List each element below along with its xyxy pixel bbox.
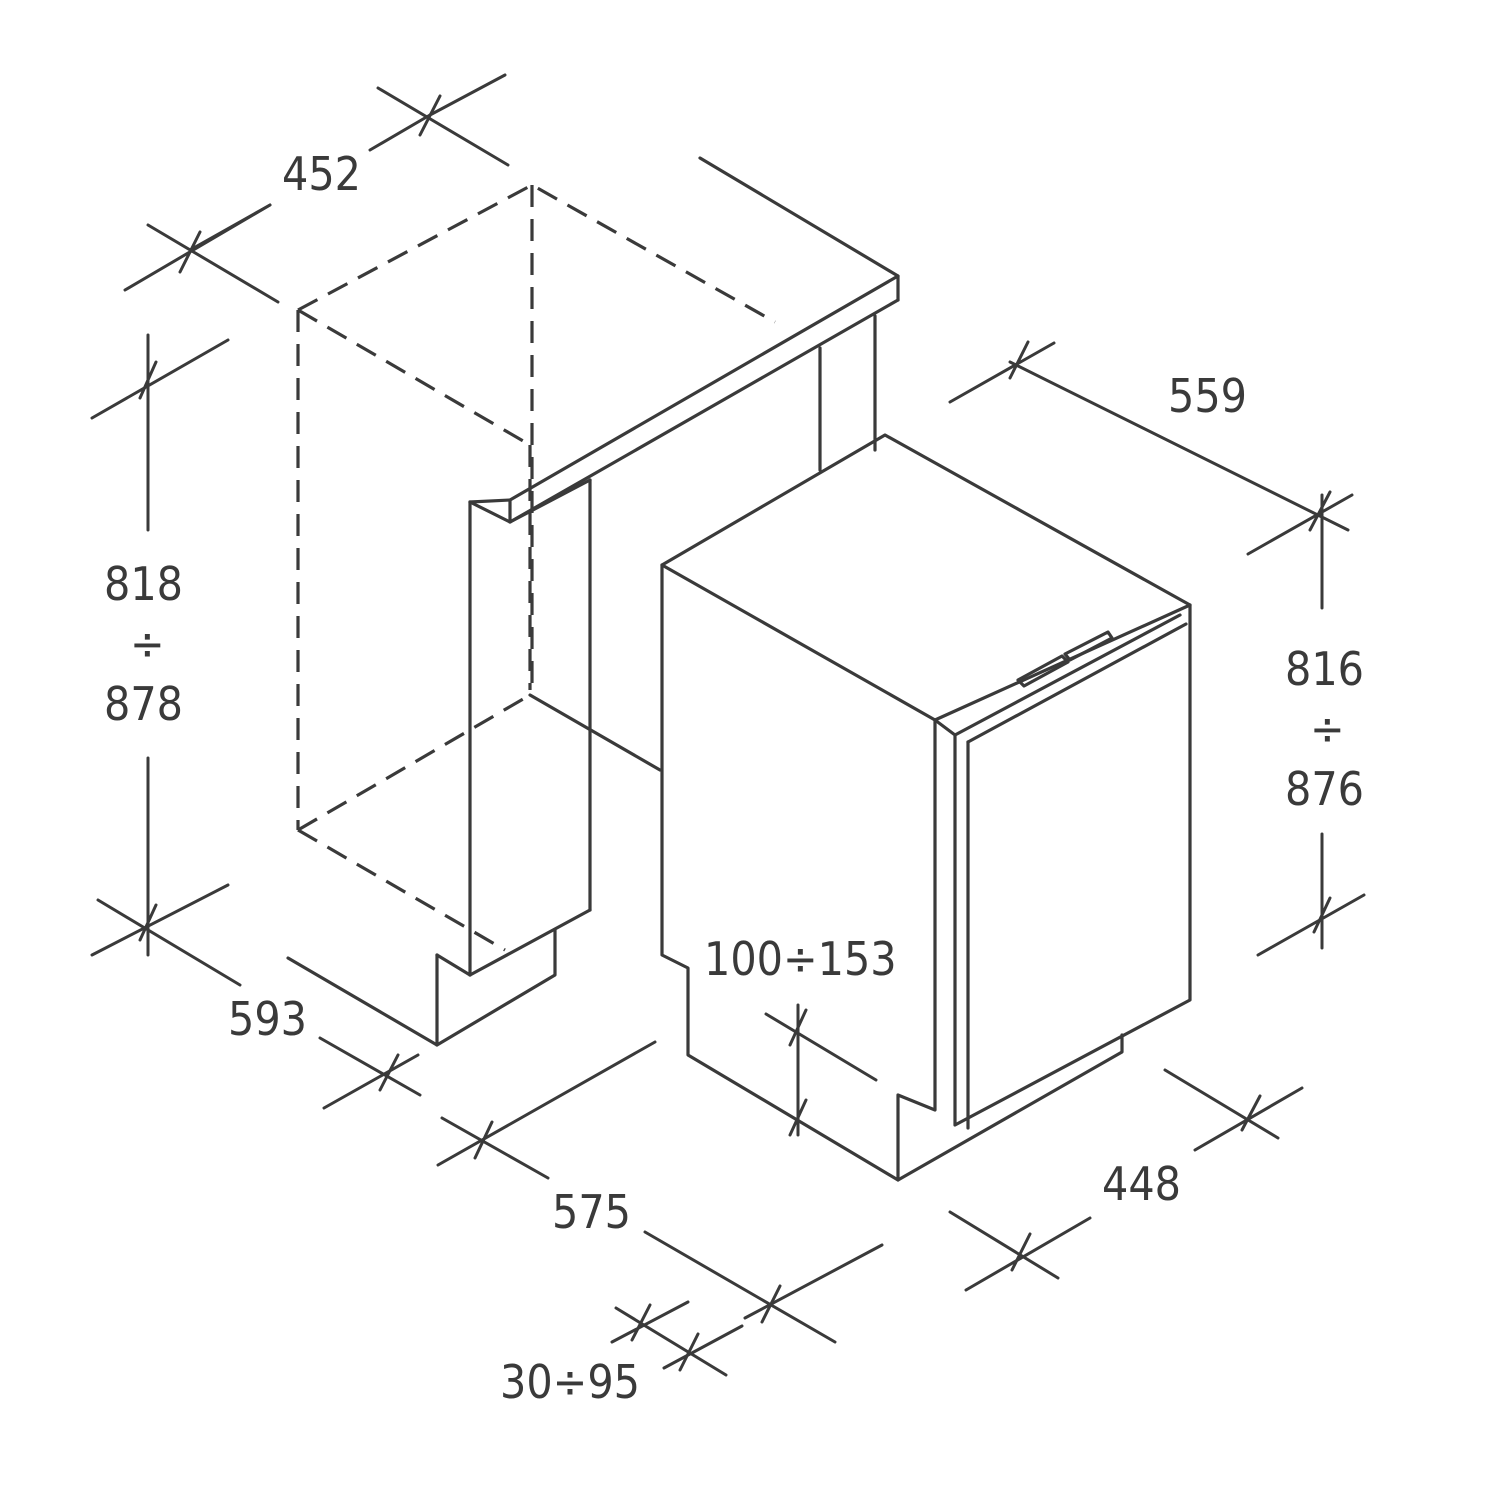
label-niche-depth: 593 [228,992,307,1046]
cabinet-plinth-inner [435,953,472,977]
appliance-door-top [953,613,1182,737]
worktop-back-edge [468,274,900,504]
label-appliance-width: 448 [1102,1157,1181,1211]
worktop-front-edge [468,298,900,524]
label-appliance-body-depth: 575 [552,1185,631,1239]
label-niche-height-min: 818 [104,557,183,611]
label-niche-width: 452 [282,147,361,201]
cabinet-post-top [508,478,592,524]
cabinet-base-back [286,956,439,1047]
label-appliance-depth: 559 [1168,369,1247,423]
appliance-top [660,433,1192,722]
worktop-rear-line [698,156,900,278]
label-niche-height-sep: ÷ [130,617,165,671]
label-appliance-height-max: 876 [1285,762,1364,816]
label-plinth-height: 100÷153 [704,932,897,986]
cabinet-post-bottom [468,908,592,977]
appliance-body [660,433,1192,1182]
niche-cabinet [286,156,900,1047]
control-panel-right [1063,630,1114,662]
niche-outline-bottom [297,693,531,832]
label-appliance-height-min: 816 [1285,642,1364,696]
cabinet-plinth [435,928,557,1047]
appliance-front-panel [933,603,1192,1127]
niche-outline-bottom-front [297,828,506,952]
label-niche-height-max: 878 [104,677,183,731]
dimension-labels: 452 818 ÷ 878 593 559 816 ÷ 876 100÷153 … [104,147,1364,1409]
label-appliance-height-sep: ÷ [1310,702,1345,756]
label-plinth-setback: 30÷95 [500,1355,640,1409]
appliance-base [896,1033,1124,1182]
appliance-door-top-2 [966,622,1188,744]
niche-outline-top-front [297,308,531,447]
niche-floor-link [528,693,662,772]
niche-outline-top [297,183,776,324]
control-panel-left [1016,654,1070,688]
dimension-lines [90,73,1366,1377]
appliance-side [660,563,937,1182]
